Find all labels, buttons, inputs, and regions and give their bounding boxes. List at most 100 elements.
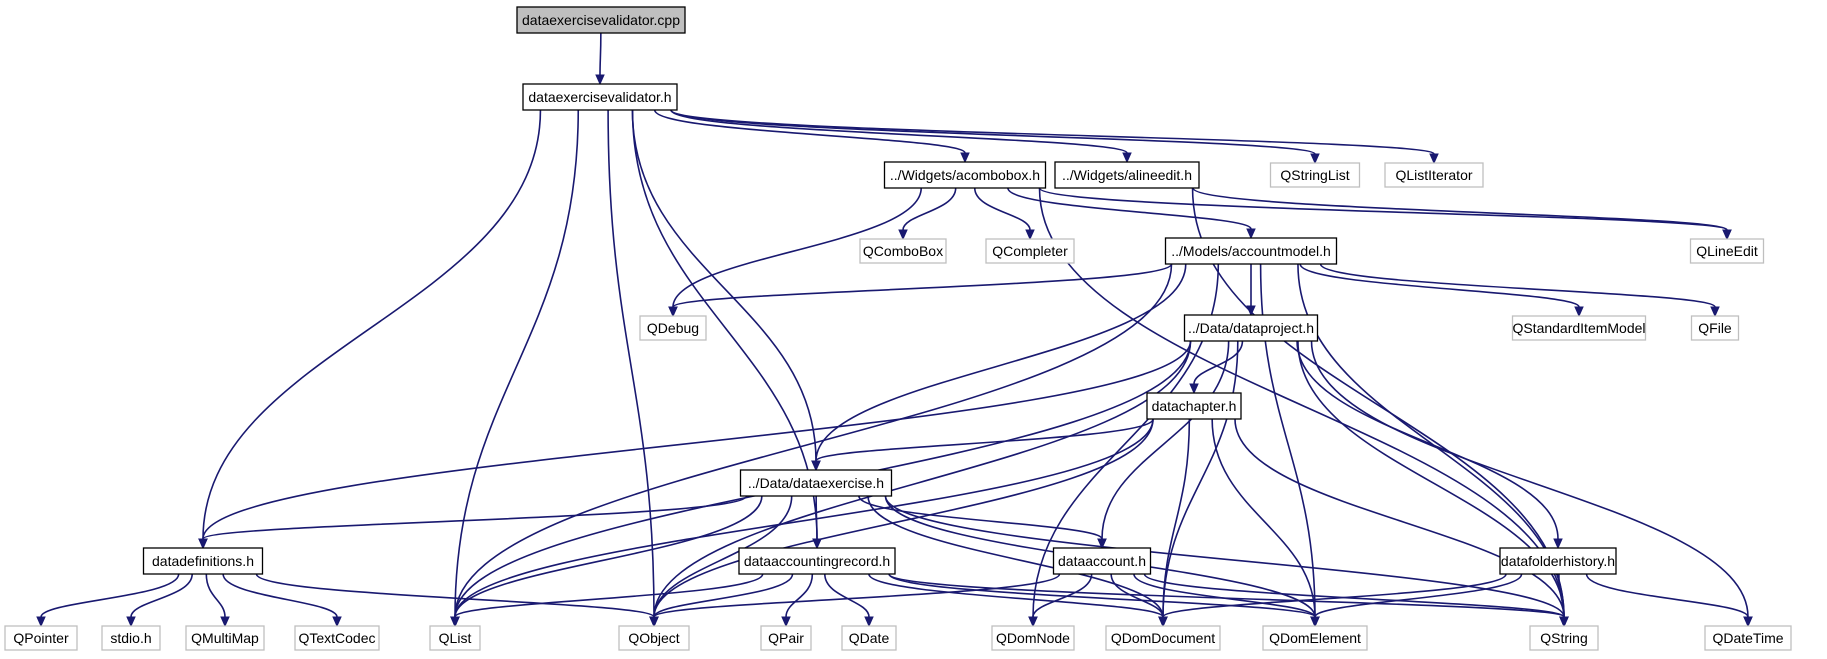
node-box [991,625,1075,651]
node-box [760,625,812,651]
arrowhead [1722,229,1732,241]
node-box [101,625,161,651]
node-label: QDateTime [1712,630,1783,646]
node-label: QPointer [13,630,69,646]
node-qdomelement: QDomElement [1262,625,1368,651]
node-qstringlist: QStringList [1269,162,1361,188]
node-dataaccount[interactable]: dataaccount.h [1052,547,1152,575]
edge-line [973,187,1031,231]
edge-line [205,573,226,618]
node-datachapter[interactable]: datachapter.h [1146,392,1242,420]
include-edge-datadefinitions-qtextcodec [222,573,342,628]
arrowhead [1158,616,1168,628]
node-label: QDomElement [1269,630,1361,646]
node-label: dataaccount.h [1058,553,1146,569]
edge-line [815,495,818,540]
arrowhead [1429,153,1439,165]
node-box [1052,547,1152,575]
arrowhead [36,616,46,628]
include-edge-datafolderhistory-qdomdocument [1158,573,1507,628]
edge-line [1101,340,1230,540]
edge-line [1299,263,1580,308]
node-datafolderhistory[interactable]: datafolderhistory.h [1499,547,1617,575]
node-qobject: QObject [618,625,690,651]
arrowhead [1710,306,1720,318]
node-box [1690,315,1740,341]
arrowhead [1310,616,1320,628]
node-accountmodel[interactable]: ../Models/accountmodel.h [1164,237,1338,265]
arrowhead [450,616,460,628]
edge-line [670,109,1435,155]
include-edge-datachapter-dataexercise [811,418,1154,472]
node-cpp[interactable]: dataexercisevalidator.cpp [516,6,686,34]
edge-line [1296,340,1559,540]
include-edge-h-qlist [450,109,580,628]
node-qdatetime: QDateTime [1704,625,1792,651]
node-box [1499,547,1617,575]
edge-line [1193,340,1244,385]
edge-line [867,495,1164,618]
node-stdio: stdio.h [101,625,161,651]
node-box [1689,238,1765,264]
include-edge-datachapter-qdomdocument [1158,418,1191,628]
node-label: ../Widgets/alineedit.h [1062,167,1192,183]
include-edge-h-qstringlist [670,109,1320,165]
arrowhead [1310,153,1320,165]
node-dataexercise[interactable]: ../Data/dataexercise.h [739,469,893,497]
edge-line [130,573,193,618]
node-dataaccrec[interactable]: dataaccountingrecord.h [738,547,896,575]
node-box [1054,161,1200,189]
node-qdomdocument: QDomDocument [1105,625,1221,651]
node-box [1529,625,1599,651]
node-box [883,161,1047,189]
node-qpair: QPair [760,625,812,651]
node-qpointer: QPointer [4,625,78,651]
edge-line [40,573,180,618]
node-box [1384,162,1484,188]
node-label: QObject [628,630,679,646]
node-box [618,625,690,651]
arrowhead [1553,538,1563,550]
node-label: QLineEdit [1696,243,1758,259]
edge-line [653,340,1192,618]
node-qlineedit: QLineEdit [1689,238,1765,264]
include-edge-dataproject-datadefinitions [198,340,1192,550]
arrowhead [668,306,678,318]
arrowhead [1743,616,1753,628]
node-label: datadefinitions.h [152,553,254,569]
arrowhead [595,74,605,86]
node-h[interactable]: dataexercisevalidator.h [522,83,678,111]
node-label: QStringList [1280,167,1349,183]
node-box [429,625,481,651]
include-edge-h-alineedit [670,109,1132,164]
edge-line [815,418,1154,462]
include-edge-acombo-qcompleter [973,187,1035,241]
include-edge-dataaccount-qobject [649,573,1061,628]
node-qdate: QDate [841,625,897,651]
include-edge-dataproject-qdatetime [1310,340,1753,628]
include-edge-dataaccrec-qpair [781,573,814,628]
edge-line [653,573,1061,618]
node-alineedit[interactable]: ../Widgets/alineedit.h [1054,161,1200,189]
edge-line [1585,573,1749,618]
node-label: ../Data/dataexercise.h [748,475,884,491]
node-qmultimap: QMultiMap [185,625,265,651]
include-edge-datadefinitions-stdio [126,573,193,628]
edge-line [599,32,602,76]
node-label: datafolderhistory.h [1501,553,1615,569]
include-edge-datafolderhistory-qstring [1558,573,1569,628]
include-edge-alineedit-qlineedit [1192,187,1732,241]
include-edge-dataproject-datachapter [1189,340,1244,395]
node-label: QDomDocument [1111,630,1215,646]
node-acombo[interactable]: ../Widgets/acombobox.h [883,161,1047,189]
node-box [294,625,380,651]
include-edge-acombo-qlineedit [1038,187,1732,241]
include-edge-cpp-h [595,32,605,86]
node-label: QCompleter [992,243,1068,259]
nodes-layer: dataexercisevalidator.cpp dataexerciseval… [4,6,1792,651]
node-dataproject[interactable]: ../Data/dataproject.h [1183,314,1319,342]
node-datadefinitions[interactable]: datadefinitions.h [142,547,264,575]
edge-line [1310,340,1749,618]
edge-line [454,418,1154,618]
edge-line [902,187,957,231]
